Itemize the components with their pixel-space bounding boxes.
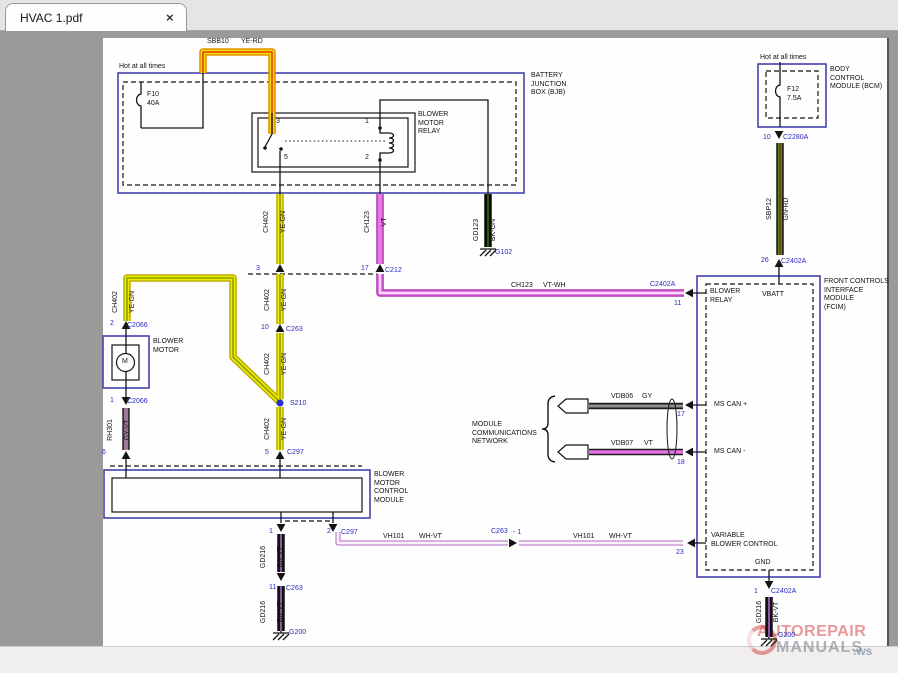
pdf-page xyxy=(103,38,889,647)
tab-bar: HVAC 1.pdf × xyxy=(0,0,898,31)
document-tab[interactable]: HVAC 1.pdf × xyxy=(5,3,187,31)
tab-title: HVAC 1.pdf xyxy=(20,11,83,25)
bottom-toolbar xyxy=(0,646,898,673)
tab-close-icon[interactable]: × xyxy=(166,10,174,25)
